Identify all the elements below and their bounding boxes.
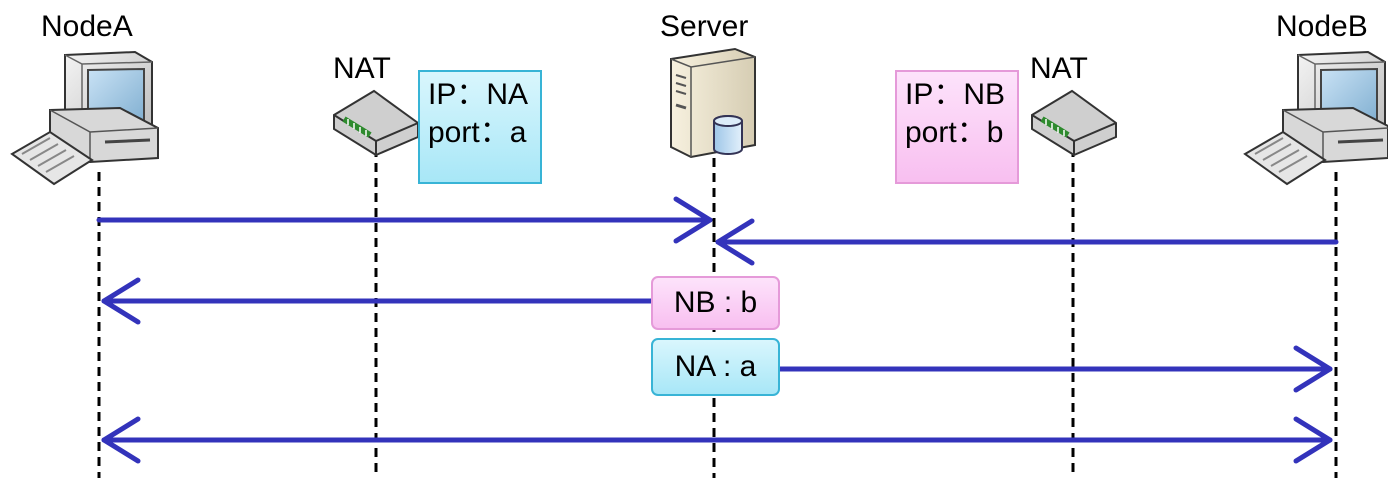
computer-icon <box>1243 50 1388 186</box>
node-label-natA: NAT <box>333 52 391 85</box>
node-label-nodeA: NodeA <box>41 10 133 43</box>
node-label-server: Server <box>660 10 749 43</box>
nat-a-port: port：a <box>428 116 527 149</box>
arrow-nodeA-to-server <box>96 196 713 244</box>
arrow-nodeA-nodeB-direct <box>101 416 1333 464</box>
node-label-natB: NAT <box>1030 52 1088 85</box>
server-icon <box>670 47 756 159</box>
nat-b-port: port：b <box>905 116 1004 149</box>
lifelines <box>97 148 1338 478</box>
arrow-server-to-nodeB <box>777 345 1333 393</box>
computer-icon <box>10 50 159 186</box>
arrow-server-to-nodeA <box>101 277 663 325</box>
nat-a-address-box: IP：NA port：a <box>418 70 542 184</box>
nat-a-ip: IP：NA <box>428 78 529 111</box>
arrow-nodeB-to-server <box>715 218 1339 266</box>
nat-b-ip: IP：NB <box>905 78 1006 111</box>
node-label-nodeB: NodeB <box>1276 12 1368 42</box>
message-na-a: NA : a <box>651 338 780 396</box>
router-icon <box>1031 89 1117 157</box>
message-nb-b: NB : b <box>651 276 780 330</box>
router-icon <box>333 89 419 157</box>
nat-b-address-box: IP：NB port：b <box>895 70 1019 184</box>
